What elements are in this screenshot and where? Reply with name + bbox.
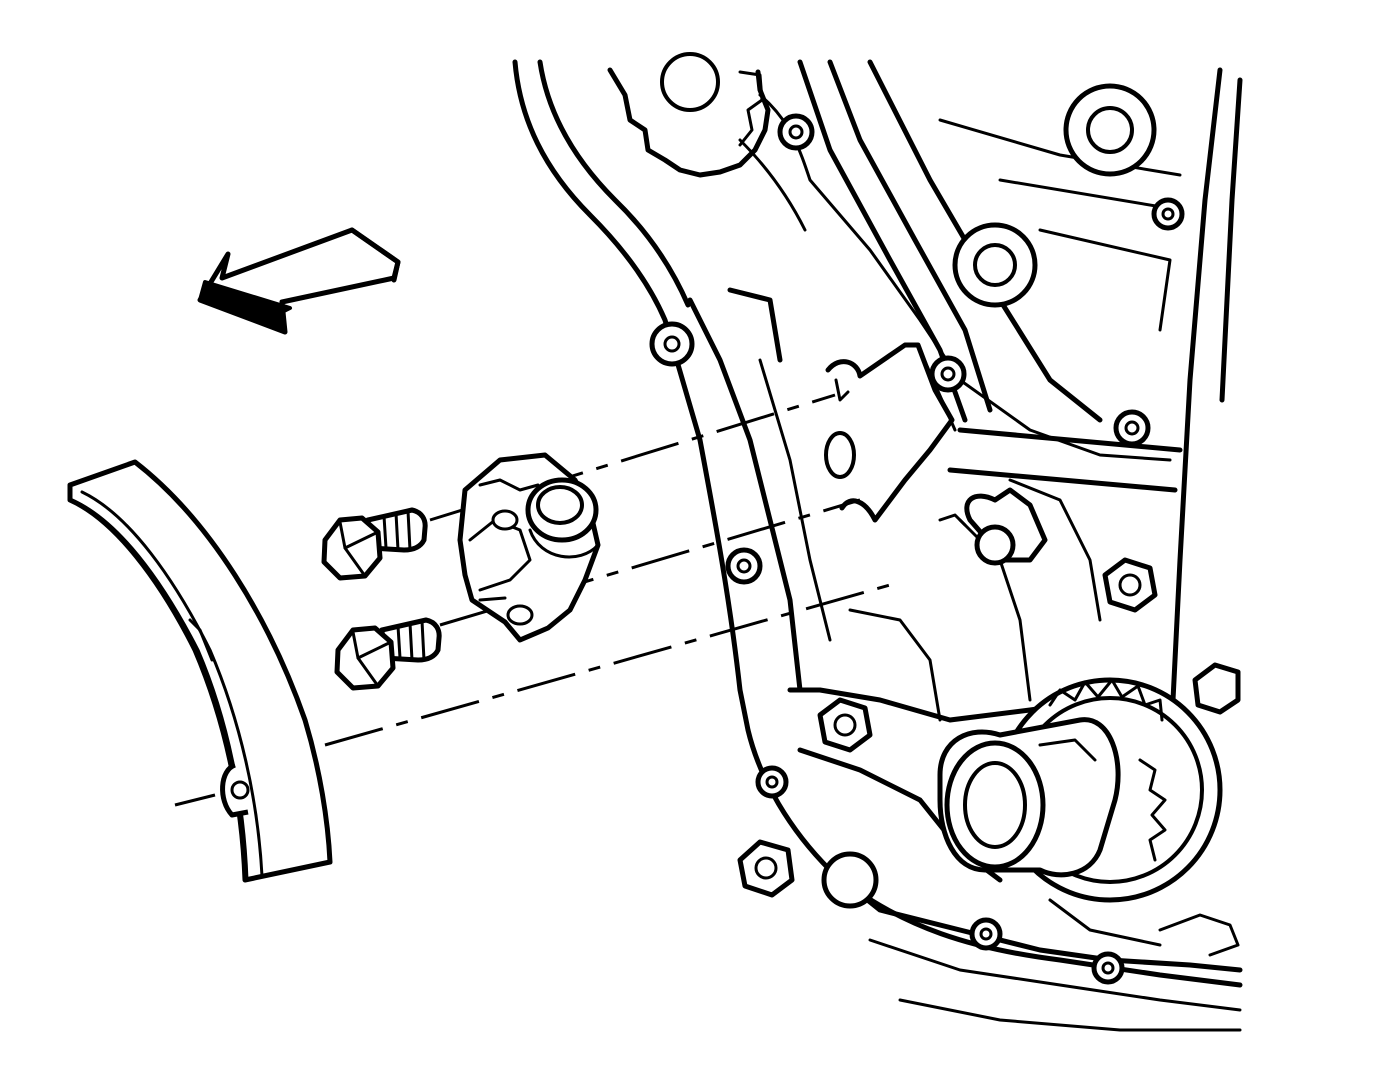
tensioner-bolt-upper — [321, 507, 428, 581]
engine-front-cover — [512, 59, 1243, 1032]
tensioner-mount-pad — [938, 487, 1048, 566]
housing-bolt — [737, 557, 1241, 898]
direction-arrow — [197, 227, 401, 335]
assembly-centerlines — [174, 393, 891, 807]
cover-bolt-boss — [649, 113, 1185, 985]
tensioner-bolt-lower — [334, 617, 442, 691]
crankshaft-sprocket — [937, 677, 1223, 903]
upper-sprocket — [607, 52, 771, 178]
chain-guide-shoe — [67, 459, 333, 883]
chain-tensioner — [457, 452, 601, 643]
